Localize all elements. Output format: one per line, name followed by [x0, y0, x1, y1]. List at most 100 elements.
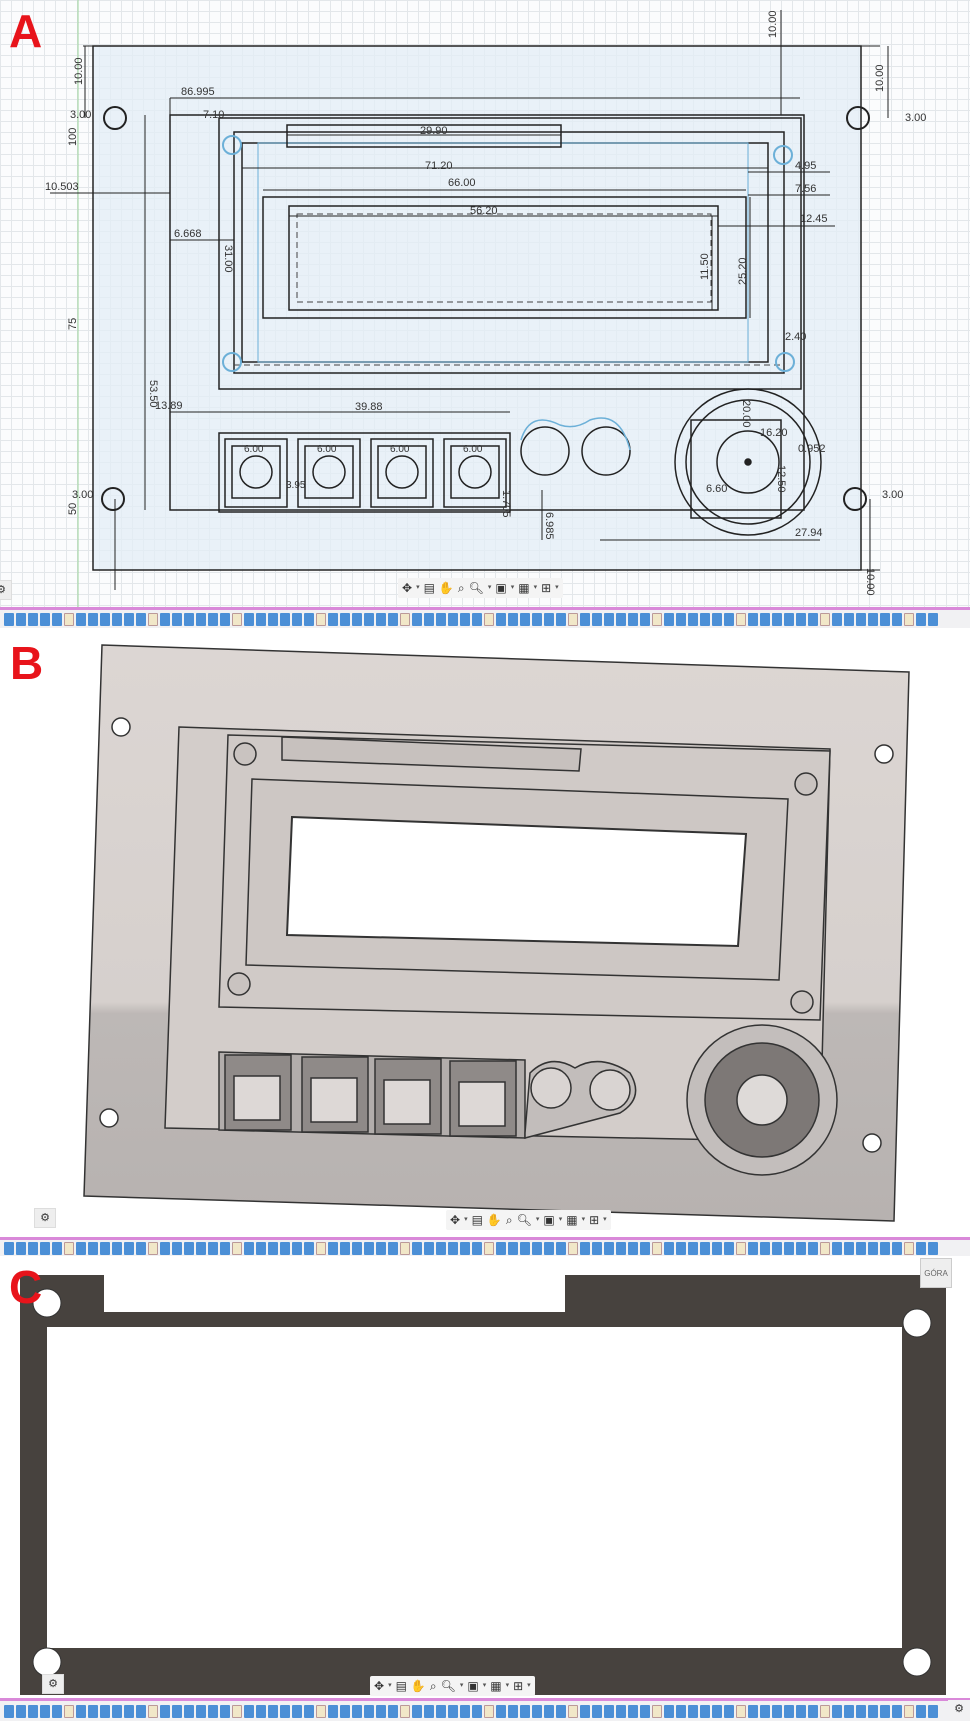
timeline-feature-icon[interactable]	[4, 1241, 14, 1255]
flat-view-panel[interactable]: C ⚙ ✥▾ ▤ ✋ ⌕ 🔍︎▾ ▣▾ ▦▾ ⊞▾	[0, 1256, 970, 1698]
timeline-feature-icon[interactable]	[412, 1704, 422, 1718]
timeline-feature-icon[interactable]	[112, 1241, 122, 1255]
model-canvas[interactable]	[0, 628, 970, 1238]
timeline-feature-icon[interactable]	[160, 1241, 170, 1255]
timeline-feature-icon[interactable]	[388, 1241, 398, 1255]
dim-label[interactable]: 50	[67, 503, 79, 515]
timeline-feature-icon[interactable]	[316, 612, 326, 626]
timeline-feature-icon[interactable]	[628, 612, 638, 626]
timeline-feature-icon[interactable]	[808, 1241, 818, 1255]
timeline-feature-icon[interactable]	[484, 1241, 494, 1255]
grid-icon[interactable]: ▦	[566, 1213, 578, 1227]
timeline-feature-icon[interactable]	[748, 1704, 758, 1718]
timeline-feature-icon[interactable]	[856, 1704, 866, 1718]
timeline-a[interactable]	[0, 607, 970, 628]
timeline-feature-icon[interactable]	[100, 1241, 110, 1255]
dim-label[interactable]: 6.00	[244, 444, 264, 455]
timeline-feature-icon[interactable]	[184, 1241, 194, 1255]
timeline-feature-icon[interactable]	[472, 1241, 482, 1255]
dim-label[interactable]: 6.60	[706, 483, 727, 495]
dim-label[interactable]: 10.00	[73, 57, 85, 85]
timeline-feature-icon[interactable]	[928, 1704, 938, 1718]
timeline-feature-icon[interactable]	[496, 1241, 506, 1255]
timeline-feature-icon[interactable]	[460, 612, 470, 626]
dim-label[interactable]: 16.20	[760, 427, 788, 439]
dim-label[interactable]: 7.56	[795, 183, 816, 195]
timeline-feature-icon[interactable]	[472, 612, 482, 626]
timeline-feature-icon[interactable]	[892, 1704, 902, 1718]
timeline-feature-icon[interactable]	[28, 612, 38, 626]
timeline-feature-icon[interactable]	[664, 1241, 674, 1255]
timeline-feature-icon[interactable]	[460, 1241, 470, 1255]
timeline-feature-icon[interactable]	[76, 1704, 86, 1718]
display-mode-icon[interactable]: ▣	[543, 1213, 555, 1227]
timeline-feature-icon[interactable]	[352, 612, 362, 626]
timeline-feature-icon[interactable]	[724, 1704, 734, 1718]
timeline-feature-icon[interactable]	[196, 1704, 206, 1718]
timeline-feature-icon[interactable]	[76, 1241, 86, 1255]
timeline-feature-icon[interactable]	[136, 1241, 146, 1255]
timeline-feature-icon[interactable]	[712, 612, 722, 626]
dim-label[interactable]: 4.95	[795, 160, 816, 172]
dim-label[interactable]: 20.00	[740, 400, 752, 428]
part-canvas[interactable]	[0, 1256, 970, 1698]
timeline-feature-icon[interactable]	[292, 1241, 302, 1255]
timeline-feature-icon[interactable]	[652, 1241, 662, 1255]
dim-label[interactable]: 1.705	[500, 490, 512, 518]
orbit-icon[interactable]: ✥	[402, 581, 413, 595]
timeline-feature-icon[interactable]	[628, 1241, 638, 1255]
timeline-feature-icon[interactable]	[448, 612, 458, 626]
timeline-feature-icon[interactable]	[712, 1241, 722, 1255]
timeline-feature-icon[interactable]	[904, 1241, 914, 1255]
timeline-feature-icon[interactable]	[316, 1704, 326, 1718]
timeline-feature-icon[interactable]	[232, 612, 242, 626]
timeline-feature-icon[interactable]	[496, 612, 506, 626]
timeline-feature-icon[interactable]	[544, 1241, 554, 1255]
timeline-feature-icon[interactable]	[820, 612, 830, 626]
timeline-feature-icon[interactable]	[676, 1241, 686, 1255]
dim-label[interactable]: 13.89	[155, 400, 183, 412]
timeline-feature-icon[interactable]	[64, 612, 74, 626]
dim-label[interactable]: 31.00	[222, 245, 234, 273]
timeline-feature-icon[interactable]	[928, 1241, 938, 1255]
settings-gear-icon[interactable]: ⚙	[0, 580, 12, 600]
timeline-feature-icon[interactable]	[388, 1704, 398, 1718]
timeline-feature-icon[interactable]	[268, 612, 278, 626]
timeline-feature-icon[interactable]	[916, 612, 926, 626]
timeline-feature-icon[interactable]	[148, 1704, 158, 1718]
timeline-feature-icon[interactable]	[388, 612, 398, 626]
timeline-feature-icon[interactable]	[472, 1704, 482, 1718]
viewcube-top[interactable]: GÓRA	[920, 1258, 952, 1288]
zoom-icon[interactable]: 🔍︎	[516, 1213, 532, 1227]
timeline-feature-icon[interactable]	[760, 612, 770, 626]
timeline-feature-icon[interactable]	[592, 612, 602, 626]
timeline-feature-icon[interactable]	[280, 1241, 290, 1255]
timeline-feature-icon[interactable]	[736, 612, 746, 626]
zoom-icon[interactable]: 🔍︎	[468, 581, 484, 595]
timeline-feature-icon[interactable]	[448, 1241, 458, 1255]
pan-icon[interactable]: ✋	[486, 1213, 502, 1227]
timeline-feature-icon[interactable]	[196, 1241, 206, 1255]
timeline-feature-icon[interactable]	[484, 612, 494, 626]
zoom-window-icon[interactable]: ⌕	[505, 1213, 513, 1227]
timeline-feature-icon[interactable]	[520, 612, 530, 626]
pan-icon[interactable]: ✋	[410, 1679, 426, 1693]
dim-label[interactable]: 53.50	[147, 380, 159, 408]
dim-label[interactable]: 71.20	[425, 160, 453, 172]
timeline-feature-icon[interactable]	[400, 1241, 410, 1255]
timeline-feature-icon[interactable]	[40, 1704, 50, 1718]
timeline-feature-icon[interactable]	[256, 1241, 266, 1255]
timeline-feature-icon[interactable]	[448, 1704, 458, 1718]
dim-label[interactable]: 39.88	[355, 401, 383, 413]
timeline-feature-icon[interactable]	[460, 1704, 470, 1718]
timeline-feature-icon[interactable]	[652, 612, 662, 626]
timeline-feature-icon[interactable]	[232, 1704, 242, 1718]
timeline-feature-icon[interactable]	[220, 1704, 230, 1718]
timeline-feature-icon[interactable]	[400, 1704, 410, 1718]
timeline-feature-icon[interactable]	[424, 1241, 434, 1255]
timeline-feature-icon[interactable]	[436, 1241, 446, 1255]
timeline-feature-icon[interactable]	[820, 1704, 830, 1718]
timeline-feature-icon[interactable]	[292, 612, 302, 626]
timeline-feature-icon[interactable]	[544, 1704, 554, 1718]
timeline-feature-icon[interactable]	[832, 612, 842, 626]
